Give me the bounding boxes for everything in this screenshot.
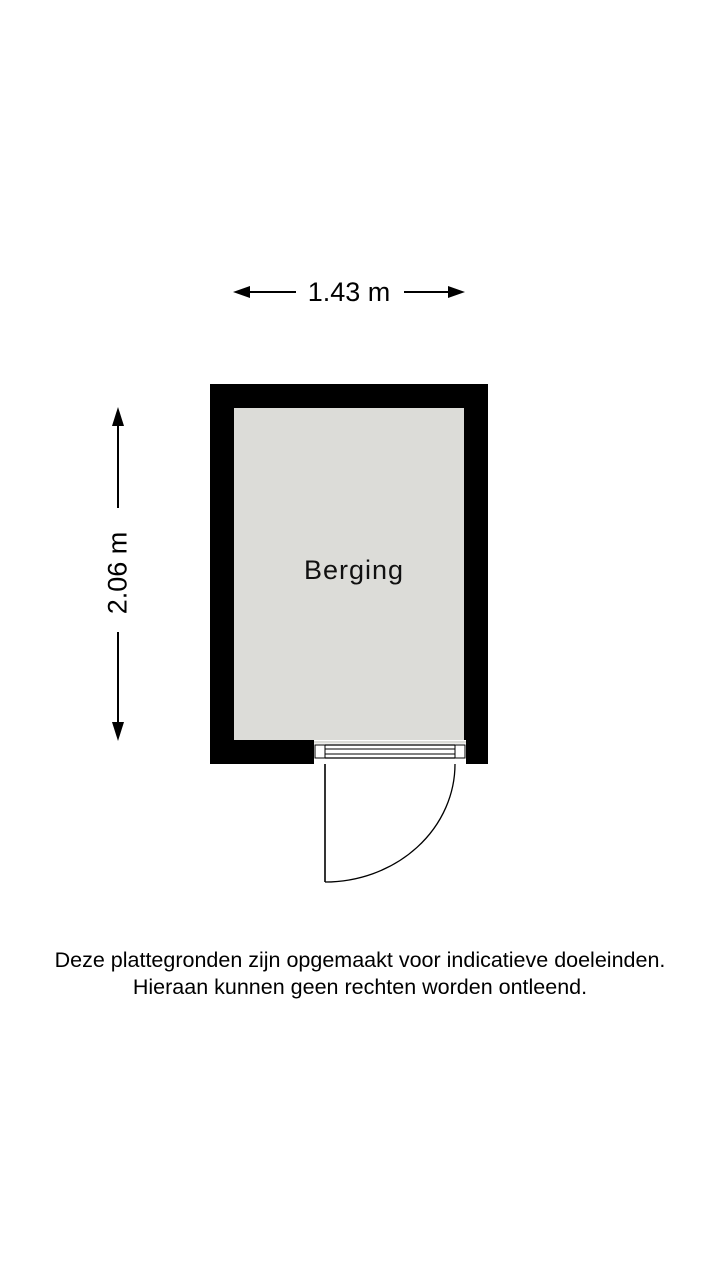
disclaimer: Deze plattegronden zijn opgemaakt voor i…	[0, 947, 720, 1001]
arrow-right-icon	[448, 286, 465, 298]
arrow-down-icon	[112, 722, 124, 741]
room-name-label: Berging	[303, 555, 405, 585]
room-floor	[234, 408, 464, 740]
arrow-up-icon	[112, 407, 124, 426]
door-swing	[324, 763, 456, 883]
door-frame	[314, 740, 466, 764]
disclaimer-line-2: Hieraan kunnen geen rechten worden ontle…	[132, 975, 588, 999]
width-dimension-line	[233, 286, 465, 298]
arrow-left-icon	[233, 286, 250, 298]
height-dimension-line	[112, 407, 124, 741]
height-dimension-label: 2.06 m	[103, 525, 133, 621]
disclaimer-line-1: Deze plattegronden zijn opgemaakt voor i…	[54, 948, 666, 972]
door-arc	[324, 763, 456, 883]
width-dimension-label: 1.43 m	[301, 279, 397, 306]
